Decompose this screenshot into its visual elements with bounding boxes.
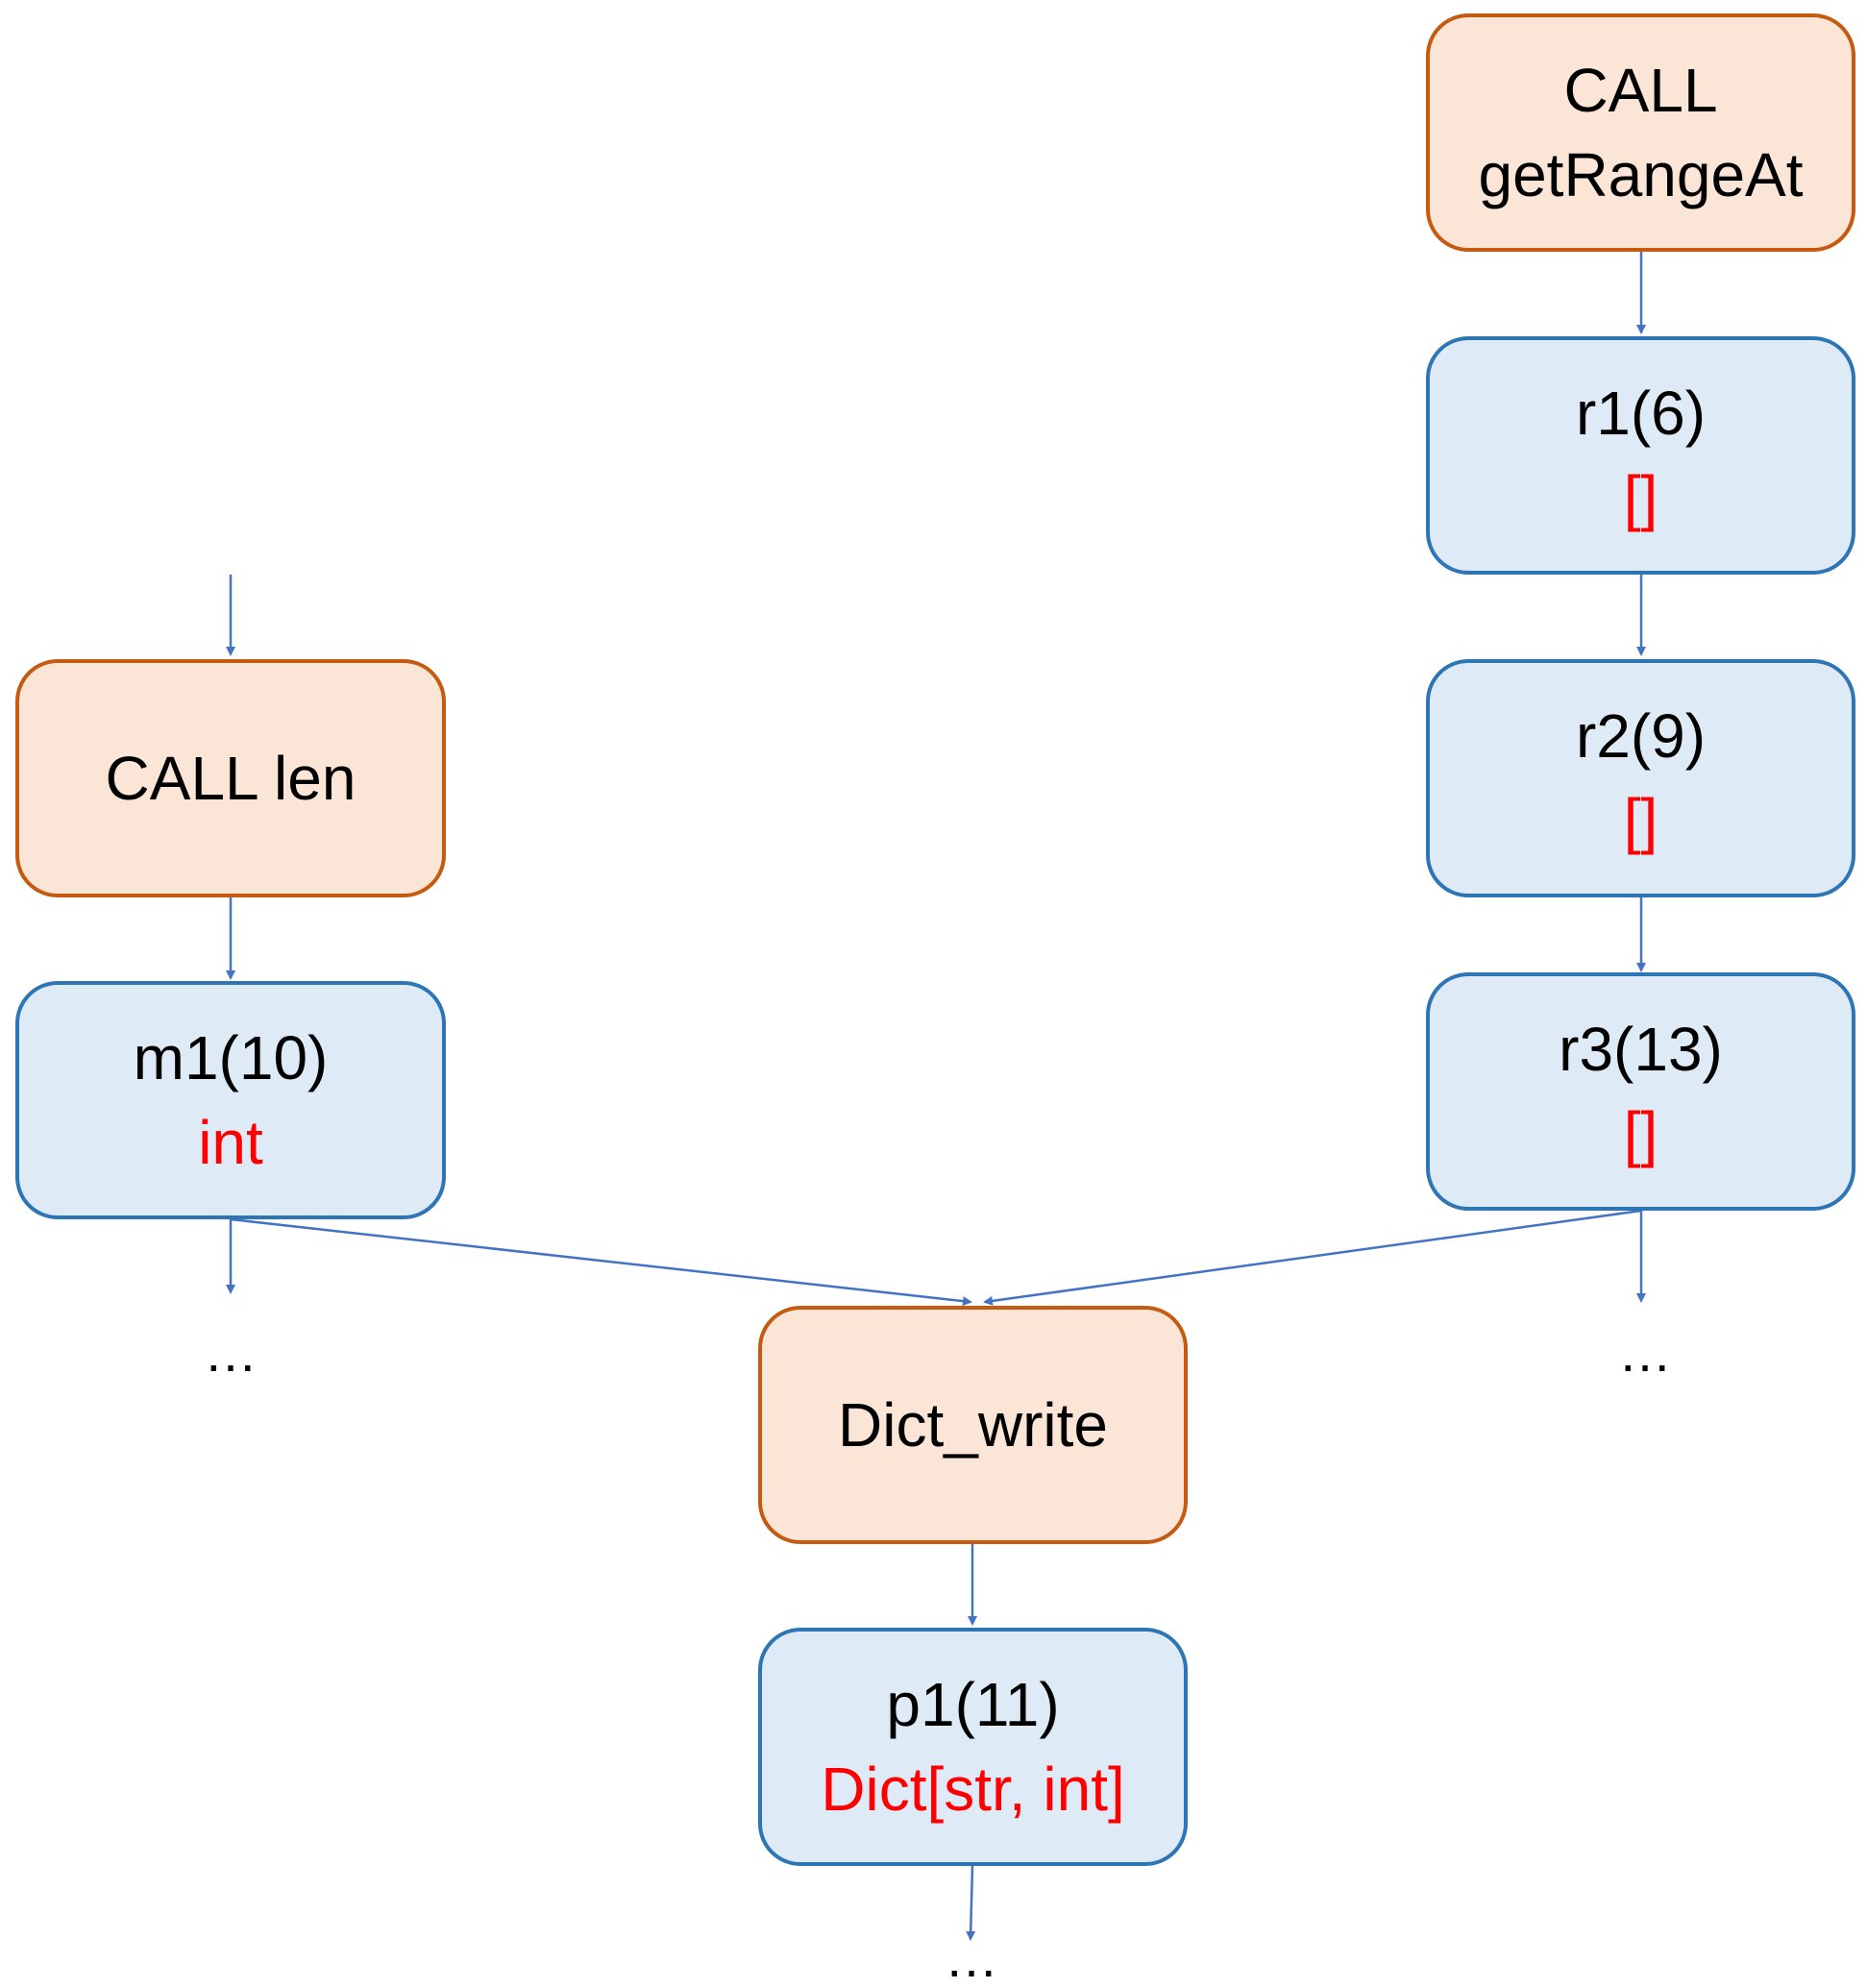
r2-label: r2(9) [1575,700,1707,771]
r3-type: [] [1623,1099,1658,1168]
r1-label: r1(6) [1575,378,1707,448]
dict-write-node: Dict_write [758,1306,1188,1544]
r3-label: r3(13) [1559,1014,1723,1084]
p1-node: p1(11) Dict[str, int] [758,1628,1188,1866]
m1-label: m1(10) [133,1022,329,1092]
p1-type: Dict[str, int] [821,1755,1125,1824]
right-continuation-ellipsis: … [1618,1322,1672,1383]
edge-r3-to-dict-write [983,1209,1642,1306]
call-getrangeat-node: CALL getRangeAt [1426,13,1855,252]
r1-node: r1(6) [] [1426,336,1855,575]
r1-type: [] [1623,463,1658,532]
edge-m1-to-dict-write [230,1217,972,1307]
m1-node: m1(10) int [15,981,446,1219]
call-getrangeat-line1: CALL [1563,55,1718,125]
p1-label: p1(11) [886,1669,1060,1739]
bottom-continuation-ellipsis: … [945,1927,998,1988]
r2-node: r2(9) [] [1426,659,1855,897]
r3-node: r3(13) [] [1426,972,1855,1211]
edge-p1-to-bottom-ellipsis [966,1865,976,1941]
call-len-node: CALL len [15,659,446,897]
call-len-label: CALL len [105,743,356,813]
m1-type: int [198,1108,263,1177]
left-continuation-ellipsis: … [204,1322,258,1383]
dict-write-label: Dict_write [838,1389,1108,1460]
call-getrangeat-line2: getRangeAt [1478,140,1804,209]
r2-type: [] [1623,786,1658,855]
